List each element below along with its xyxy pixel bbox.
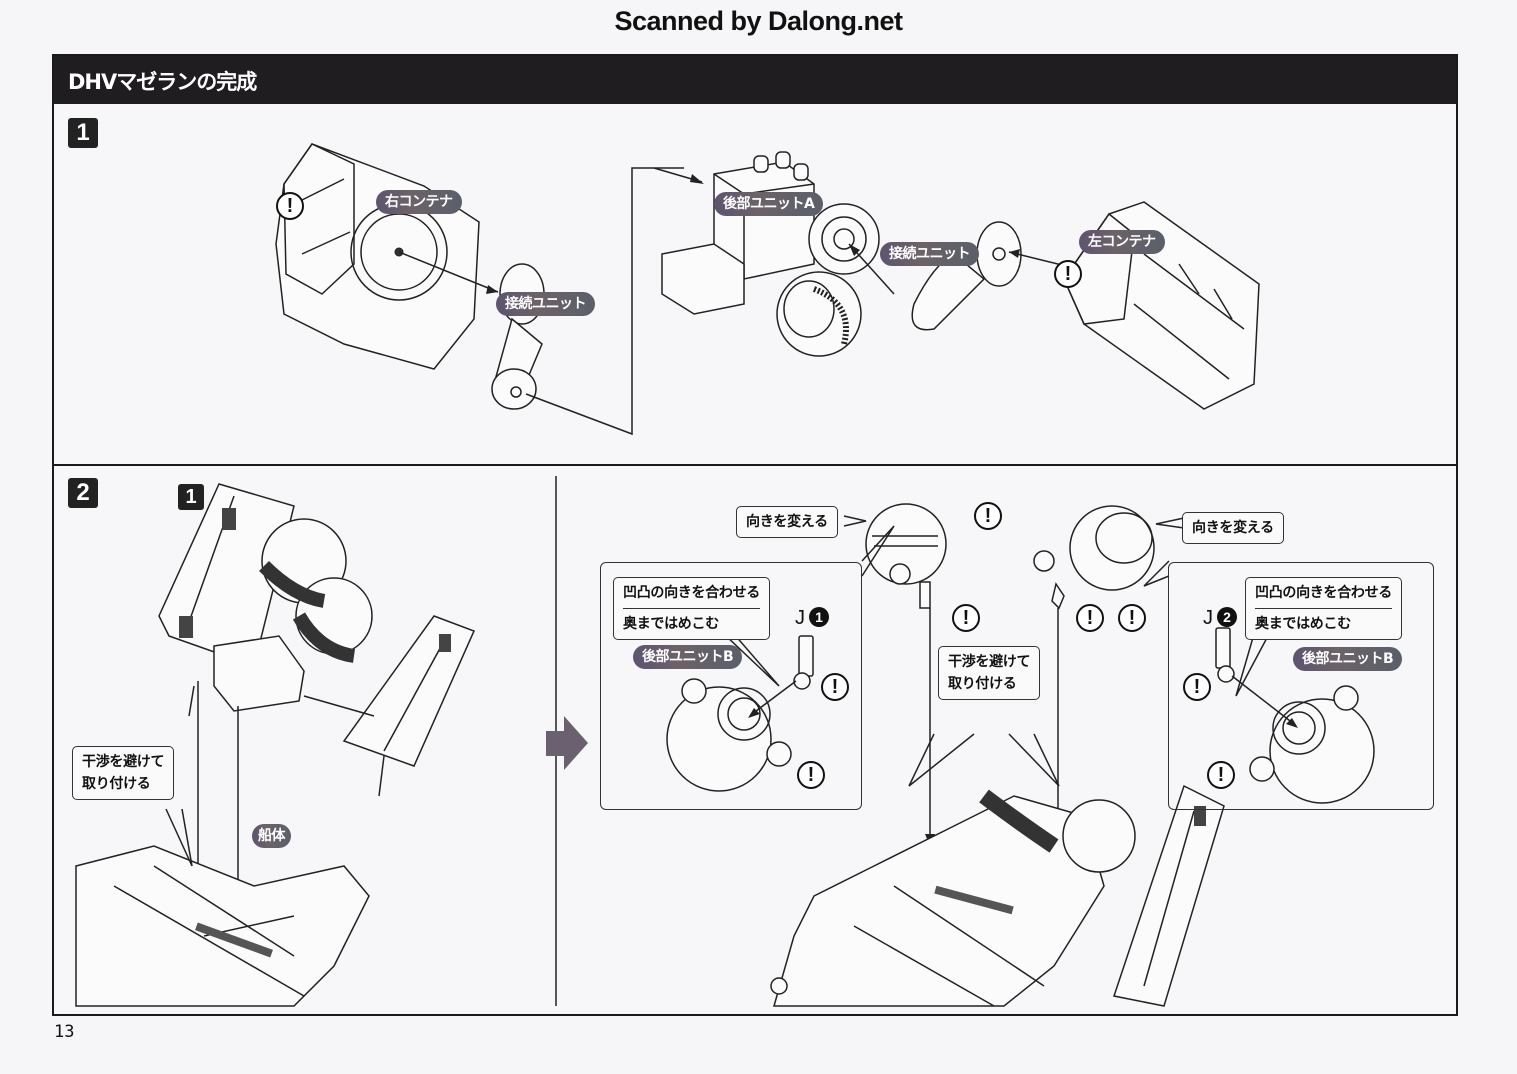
part-letter: J xyxy=(1203,607,1213,629)
dome-right-drawing xyxy=(1033,505,1155,610)
warning-icon: ! xyxy=(276,192,304,220)
warning-icon: ! xyxy=(1207,761,1235,789)
rear-unit-a-drawing xyxy=(661,151,880,357)
final-assembly-drawing xyxy=(770,784,1225,1007)
callout-line-2: 取り付ける xyxy=(948,676,1017,692)
instruction-sheet: DHVマゼランの完成 1 xyxy=(52,54,1458,1016)
part-j1-drawing xyxy=(793,635,814,690)
callout-change-direction-right: 向きを変える xyxy=(1182,512,1284,544)
connection-unit-a-drawing xyxy=(491,263,545,410)
part-number: 2 xyxy=(1217,607,1237,627)
label-connection-unit-b: 接続ユニット xyxy=(880,242,979,266)
step-1-illustration xyxy=(275,143,1260,436)
label-left-container: 左コンテナ xyxy=(1079,230,1165,254)
part-letter: J xyxy=(795,607,805,629)
callout-divider xyxy=(623,608,760,609)
right-container-drawing xyxy=(275,143,480,370)
callout-change-direction-left: 向きを変える xyxy=(736,506,838,538)
sub-assembly-ref-badge: 1 xyxy=(178,484,204,510)
label-rear-unit-b: 後部ユニットB xyxy=(633,645,743,669)
warning-icon: ! xyxy=(974,502,1002,530)
step-1-panel: 1 xyxy=(54,104,1456,464)
rear-unit-b-left-drawing xyxy=(666,678,792,792)
section-title-bar: DHVマゼランの完成 xyxy=(54,56,1456,104)
step-2-panel: 2 1 xyxy=(54,464,1456,1016)
callout-line-1: 干渉を避けて xyxy=(82,754,165,770)
warning-icon: ! xyxy=(1076,604,1104,632)
warning-icon: ! xyxy=(1118,604,1146,632)
dome-left-drawing xyxy=(865,503,947,609)
label-right-container: 右コンテナ xyxy=(376,190,462,214)
label-hull: 船体 xyxy=(252,824,291,848)
connection-unit-b-drawing xyxy=(911,221,1022,331)
callout-avoid-interference-left: 干渉を避けて 取り付ける xyxy=(72,746,175,800)
instruction-align: 凹凸の向きを合わせる xyxy=(623,585,760,601)
part-j2-drawing xyxy=(1215,627,1235,683)
label-rear-unit-a: 後部ユニットA xyxy=(714,192,824,216)
label-connection-unit-a: 接続ユニット xyxy=(496,292,595,316)
instruction-align: 凹凸の向きを合わせる xyxy=(1255,585,1392,601)
section-title: DHVマゼランの完成 xyxy=(68,70,257,94)
callout-line-2: 取り付ける xyxy=(82,776,151,792)
instruction-push-in: 奥まではめこむ xyxy=(623,616,719,632)
page-number: 13 xyxy=(54,1022,75,1042)
instruction-push-in: 奥まではめこむ xyxy=(1255,616,1351,632)
warning-icon: ! xyxy=(952,604,980,632)
warning-icon: ! xyxy=(821,673,849,701)
callout-divider xyxy=(1255,608,1392,609)
part-number: 1 xyxy=(809,607,829,627)
scan-credit: Scanned by Dalong.net xyxy=(614,6,903,36)
label-rear-unit-b: 後部ユニットB xyxy=(1293,647,1403,671)
next-step-arrow xyxy=(546,716,588,770)
assembled-rear-section-drawing xyxy=(158,483,476,797)
callout-avoid-interference-center: 干渉を避けて 取り付ける xyxy=(938,646,1041,700)
warning-icon: ! xyxy=(1183,673,1211,701)
step-2-illustration xyxy=(75,476,1375,1007)
hull-drawing xyxy=(75,845,370,1007)
warning-icon: ! xyxy=(797,761,825,789)
callout-line-1: 干渉を避けて xyxy=(948,654,1031,670)
step-1-badge: 1 xyxy=(68,118,98,148)
step-2-badge: 2 xyxy=(68,478,98,508)
warning-icon: ! xyxy=(1054,260,1082,288)
callout-instructions: 凹凸の向きを合わせる 奥まではめこむ xyxy=(613,577,770,640)
callout-instructions: 凹凸の向きを合わせる 奥まではめこむ xyxy=(1245,577,1402,640)
